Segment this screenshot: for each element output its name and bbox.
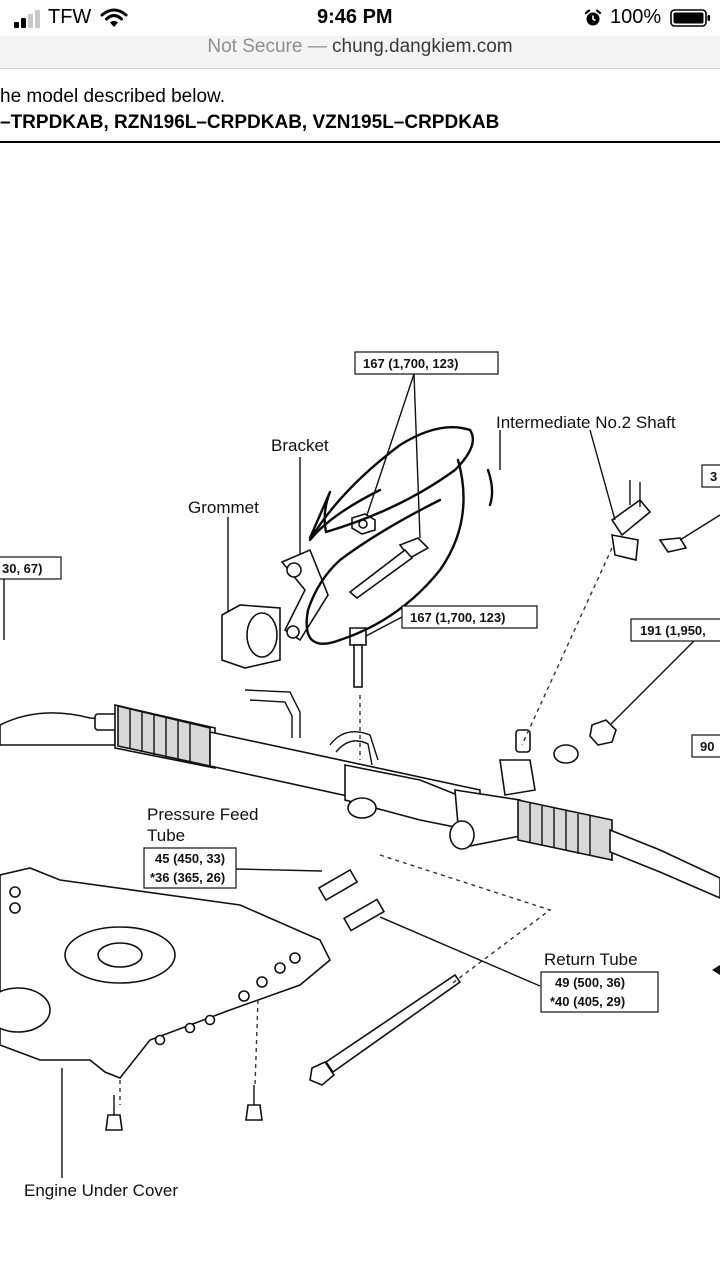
label-pressure-feed: Pressure Feed [147,805,259,824]
torque-box-nut: 191 (1,950, [630,618,720,642]
label-grommet: Grommet [188,498,259,517]
long-bolt-part [309,973,462,1086]
battery-icon [670,9,711,27]
right-nut [589,719,617,746]
handwritten-annotation [308,426,475,542]
security-label: Not Secure — [207,36,327,57]
torque-box-return-tube: 49 (500, 36) *40 (405, 29) [540,971,659,1013]
right-boot [517,799,613,861]
document-rule [0,141,720,143]
address-bar[interactable]: Not Secure — chung.dangkiem.com [0,36,720,68]
label-return-tube: Return Tube [544,950,638,969]
carrier-name: TFW [48,6,92,28]
steering-rack-part [0,703,720,899]
return-tube-union [342,898,386,932]
pressure-feed-union [317,868,359,902]
left-boot [117,704,211,767]
label-pressure-feed-tube: Tube [147,826,185,845]
edge-arrow-icon [712,965,720,975]
clock: 9:46 PM [317,6,393,28]
engine-under-cover-part [0,867,331,1079]
document-model-codes: –TRPDKAB, RZN196L–CRPDKAB, VZN195L–CRPDK… [0,112,500,133]
cellular-signal-icon [14,10,40,28]
url-host: chung.dangkiem.com [332,36,513,57]
url-display[interactable]: Not Secure — chung.dangkiem.com [0,36,720,58]
intermediate-shaft-part [610,480,688,561]
status-bar: TFW 9:46 PM 100% [0,0,720,36]
torque-value: *36 (365, 26) [150,870,225,885]
label-bracket: Bracket [271,436,329,455]
torque-value: 167 (1,700, 123) [363,356,458,371]
battery-percent: 100% [610,6,662,28]
handwritten-annotation-loop [305,458,494,645]
wifi-icon [100,8,128,27]
torque-value: 90 [700,739,714,754]
rack-bolt [349,627,367,688]
under-cover-bolt [245,1085,263,1121]
under-cover-bolt [105,1095,123,1131]
torque-box-right-top: 3 [701,464,720,488]
toolbar-divider [0,68,720,69]
torque-value: 30, 67) [2,561,42,576]
torque-value: 167 (1,700, 123) [410,610,505,625]
torque-value: 3 [710,469,717,484]
torque-value: 191 (1,950, [640,623,706,638]
steering-gear-diagram: Bracket Grommet Intermediate No.2 Shaft … [0,351,720,1200]
torque-value: 45 (450, 33) [155,851,225,866]
bracket-nut [351,513,376,535]
grommet-part [221,604,281,669]
bracket-part [280,548,329,642]
torque-box-top: 167 (1,700, 123) [354,351,499,375]
torque-value: *40 (405, 29) [550,994,625,1009]
torque-box-right-mid: 90 [691,734,720,758]
torque-box-pressure-feed: 45 (450, 33) *36 (365, 26) [143,847,237,889]
torque-box-mid: 167 (1,700, 123) [401,605,538,629]
label-intermediate-shaft: Intermediate No.2 Shaft [496,413,676,432]
torque-box-left: 30, 67) [0,556,62,580]
bracket-bolt [348,537,430,600]
label-engine-under-cover: Engine Under Cover [24,1181,178,1200]
washer-part [553,744,579,764]
document-intro-text: he model described below. [0,86,225,107]
torque-value: 49 (500, 36) [555,975,625,990]
alarm-icon [584,9,602,26]
